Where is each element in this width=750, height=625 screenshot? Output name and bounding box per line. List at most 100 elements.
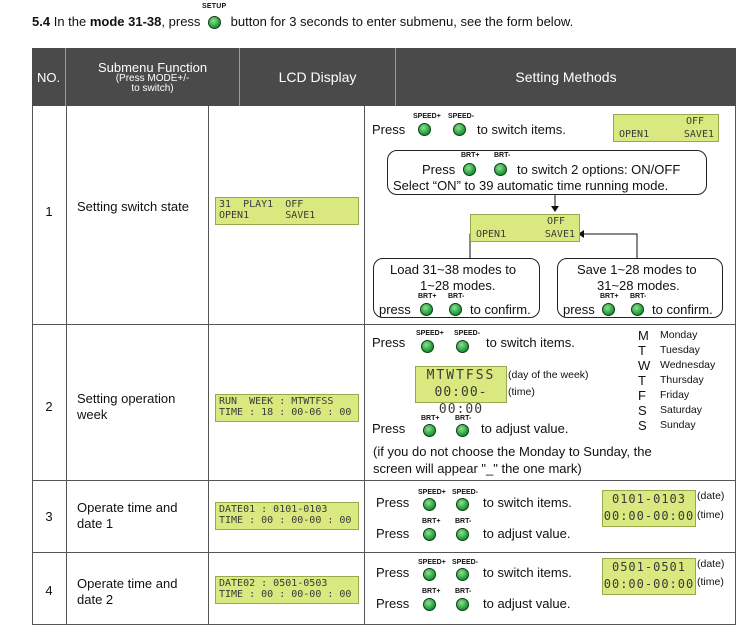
row-2-time-note: (time): [508, 386, 535, 398]
row-4-adjust: to adjust value.: [483, 596, 571, 611]
row-3-big-lcd-time: 00:00-00:00: [603, 509, 695, 523]
row-2-day-note: (day of the week): [508, 369, 589, 381]
row-2-lcd-line2: TIME : 18 : 00-06 : 00: [219, 407, 352, 418]
speed-plus-label: SPEED+: [413, 113, 441, 120]
center-lcd-off: OFF: [546, 216, 565, 227]
row-3-lcd: DATE01 : 0101-0103 TIME : 00 : 00-00 : 0…: [215, 502, 359, 530]
header-no: NO.: [32, 48, 66, 106]
row-3-no: 3: [45, 509, 53, 524]
week-letter: S: [638, 403, 647, 418]
row-3-speed-plus-button-icon: [423, 498, 436, 511]
load-brt-minus-button-icon: [449, 303, 462, 316]
load-brt-plus-label: BRT+: [418, 293, 437, 300]
row-3-speed-minus-button-icon: [456, 498, 469, 511]
row-divider: [32, 324, 736, 325]
row-4-function: Operate time and date 2: [77, 576, 178, 608]
speed-plus-button-icon: [418, 123, 431, 136]
setup-button: SETUP: [202, 3, 226, 29]
row-4-no: 4: [45, 583, 53, 598]
row-4-speed-minus-button-icon: [456, 568, 469, 581]
header-lcd: LCD Display: [240, 48, 396, 106]
intro-in-the: In the: [53, 14, 87, 29]
save-line1: Save 1~28 modes to: [577, 262, 697, 277]
row-2-note-line2: screen will appear "_" the one mark): [373, 461, 582, 476]
row-1-center-lcd: OFF OPEN1 SAVE1: [470, 214, 580, 242]
save-line2: 31~28 modes.: [597, 278, 680, 293]
row-1-press: Press: [372, 122, 406, 137]
row-3-function: Operate time and date 1: [77, 500, 178, 532]
week-letter: S: [638, 418, 647, 433]
speed-minus-label: SPEED-: [448, 113, 475, 120]
row-1-lcd: 31 PLAY1 OFF OPEN1 SAVE1: [215, 197, 359, 225]
row-4-lcd: DATE02 : 0501-0503 TIME : 00 : 00-00 : 0…: [215, 576, 359, 604]
table-header: NO. Submenu Function (Press MODE+/- to s…: [32, 48, 736, 106]
week-letter: T: [638, 373, 646, 388]
row-3-press-adjust: Press: [376, 526, 410, 541]
week-letter: W: [638, 358, 651, 373]
row-4-speed-plus-label: SPEED+: [418, 559, 446, 566]
row-4-lcd-line2: TIME : 00 : 00-00 : 00: [219, 589, 352, 600]
row-1-lcd-line2: OPEN1 SAVE1: [219, 210, 316, 221]
brt-plus-button-icon: [463, 163, 476, 176]
row-2-adjust: to adjust value.: [481, 421, 569, 436]
row-2-brt-plus-label: BRT+: [421, 415, 440, 422]
header-function-sub2: to switch): [131, 82, 174, 94]
row-2-function: Setting operation week: [77, 391, 176, 423]
row-2-press-adjust: Press: [372, 421, 406, 436]
save-press: press: [563, 302, 595, 317]
row-4-big-lcd-date: 0501-0501: [611, 560, 687, 574]
intro-rest: button for 3 seconds to enter submenu, s…: [230, 14, 574, 29]
row-3-brt-plus-button-icon: [423, 528, 436, 541]
row-2-brt-plus-button-icon: [423, 424, 436, 437]
row-4-big-lcd: 0501-0501 00:00-00:00: [602, 558, 696, 595]
row-2-no: 2: [45, 399, 53, 414]
row-3-adjust: to adjust value.: [483, 526, 571, 541]
load-line1: Load 31~38 modes to: [390, 262, 517, 277]
save-brt-minus-label: BRT-: [630, 293, 647, 300]
row-3-date-note: (date): [697, 490, 725, 502]
row-3-lcd-line2: TIME : 00 : 00-00 : 00: [219, 515, 352, 526]
intro-mode: mode 31-38: [89, 14, 162, 29]
load-brt-plus-button-icon: [420, 303, 433, 316]
col-divider: [208, 106, 209, 625]
brt-plus-label: BRT+: [461, 152, 480, 159]
header-function-title: Submenu Function: [97, 59, 208, 75]
row-divider: [32, 480, 736, 481]
col-divider: [364, 106, 365, 625]
row-3-time-note: (time): [697, 509, 724, 521]
week-day: Wednesday: [660, 359, 716, 371]
brt-minus-label: BRT-: [494, 152, 511, 159]
intro-press: , press: [161, 14, 201, 29]
week-day: Sunday: [660, 419, 696, 431]
row-1-no: 1: [45, 204, 53, 219]
row-1-lcd-line1: 31 PLAY1 OFF: [219, 199, 304, 210]
row-3-press: Press: [376, 495, 410, 510]
row-1-mini-lcd: OFF OPEN1 SAVE1: [613, 114, 719, 142]
row-3-big-lcd-date: 0101-0103: [611, 492, 687, 506]
option-box-text2: Select “ON” to 39 automatic time running…: [393, 178, 669, 193]
row-4-speed-minus-label: SPEED-: [452, 559, 479, 566]
row-1-switch-items: to switch items.: [477, 122, 566, 137]
row-3-brt-minus-button-icon: [456, 528, 469, 541]
setup-button-icon: [208, 16, 222, 29]
row-2-switch-items: to switch items.: [486, 335, 575, 350]
save-brt-minus-button-icon: [631, 303, 644, 316]
mini-lcd-open1: OPEN1: [619, 129, 650, 140]
row-4-brt-minus-button-icon: [456, 598, 469, 611]
week-letter: M: [638, 328, 649, 343]
load-brt-minus-label: BRT-: [448, 293, 465, 300]
row-4-lcd-line1: DATE02 : 0501-0503: [219, 578, 328, 589]
row-4-press: Press: [376, 565, 410, 580]
row-2-note-line1: (if you do not choose the Monday to Sund…: [373, 444, 652, 459]
week-day: Thursday: [660, 374, 704, 386]
table-border-left: [32, 106, 33, 625]
setup-label: SETUP: [202, 3, 227, 10]
row-1-function: Setting switch state: [77, 199, 189, 214]
row-2-speed-plus-button-icon: [421, 340, 434, 353]
row-4-time-note: (time): [697, 576, 724, 588]
option-box-press: Press: [422, 162, 456, 177]
row-3-switch-items: to switch items.: [483, 495, 572, 510]
save-brt-plus-button-icon: [602, 303, 615, 316]
row-4-press-adjust: Press: [376, 596, 410, 611]
intro-text: 5.4 In the mode 31-38, press SETUP butto…: [32, 3, 574, 29]
